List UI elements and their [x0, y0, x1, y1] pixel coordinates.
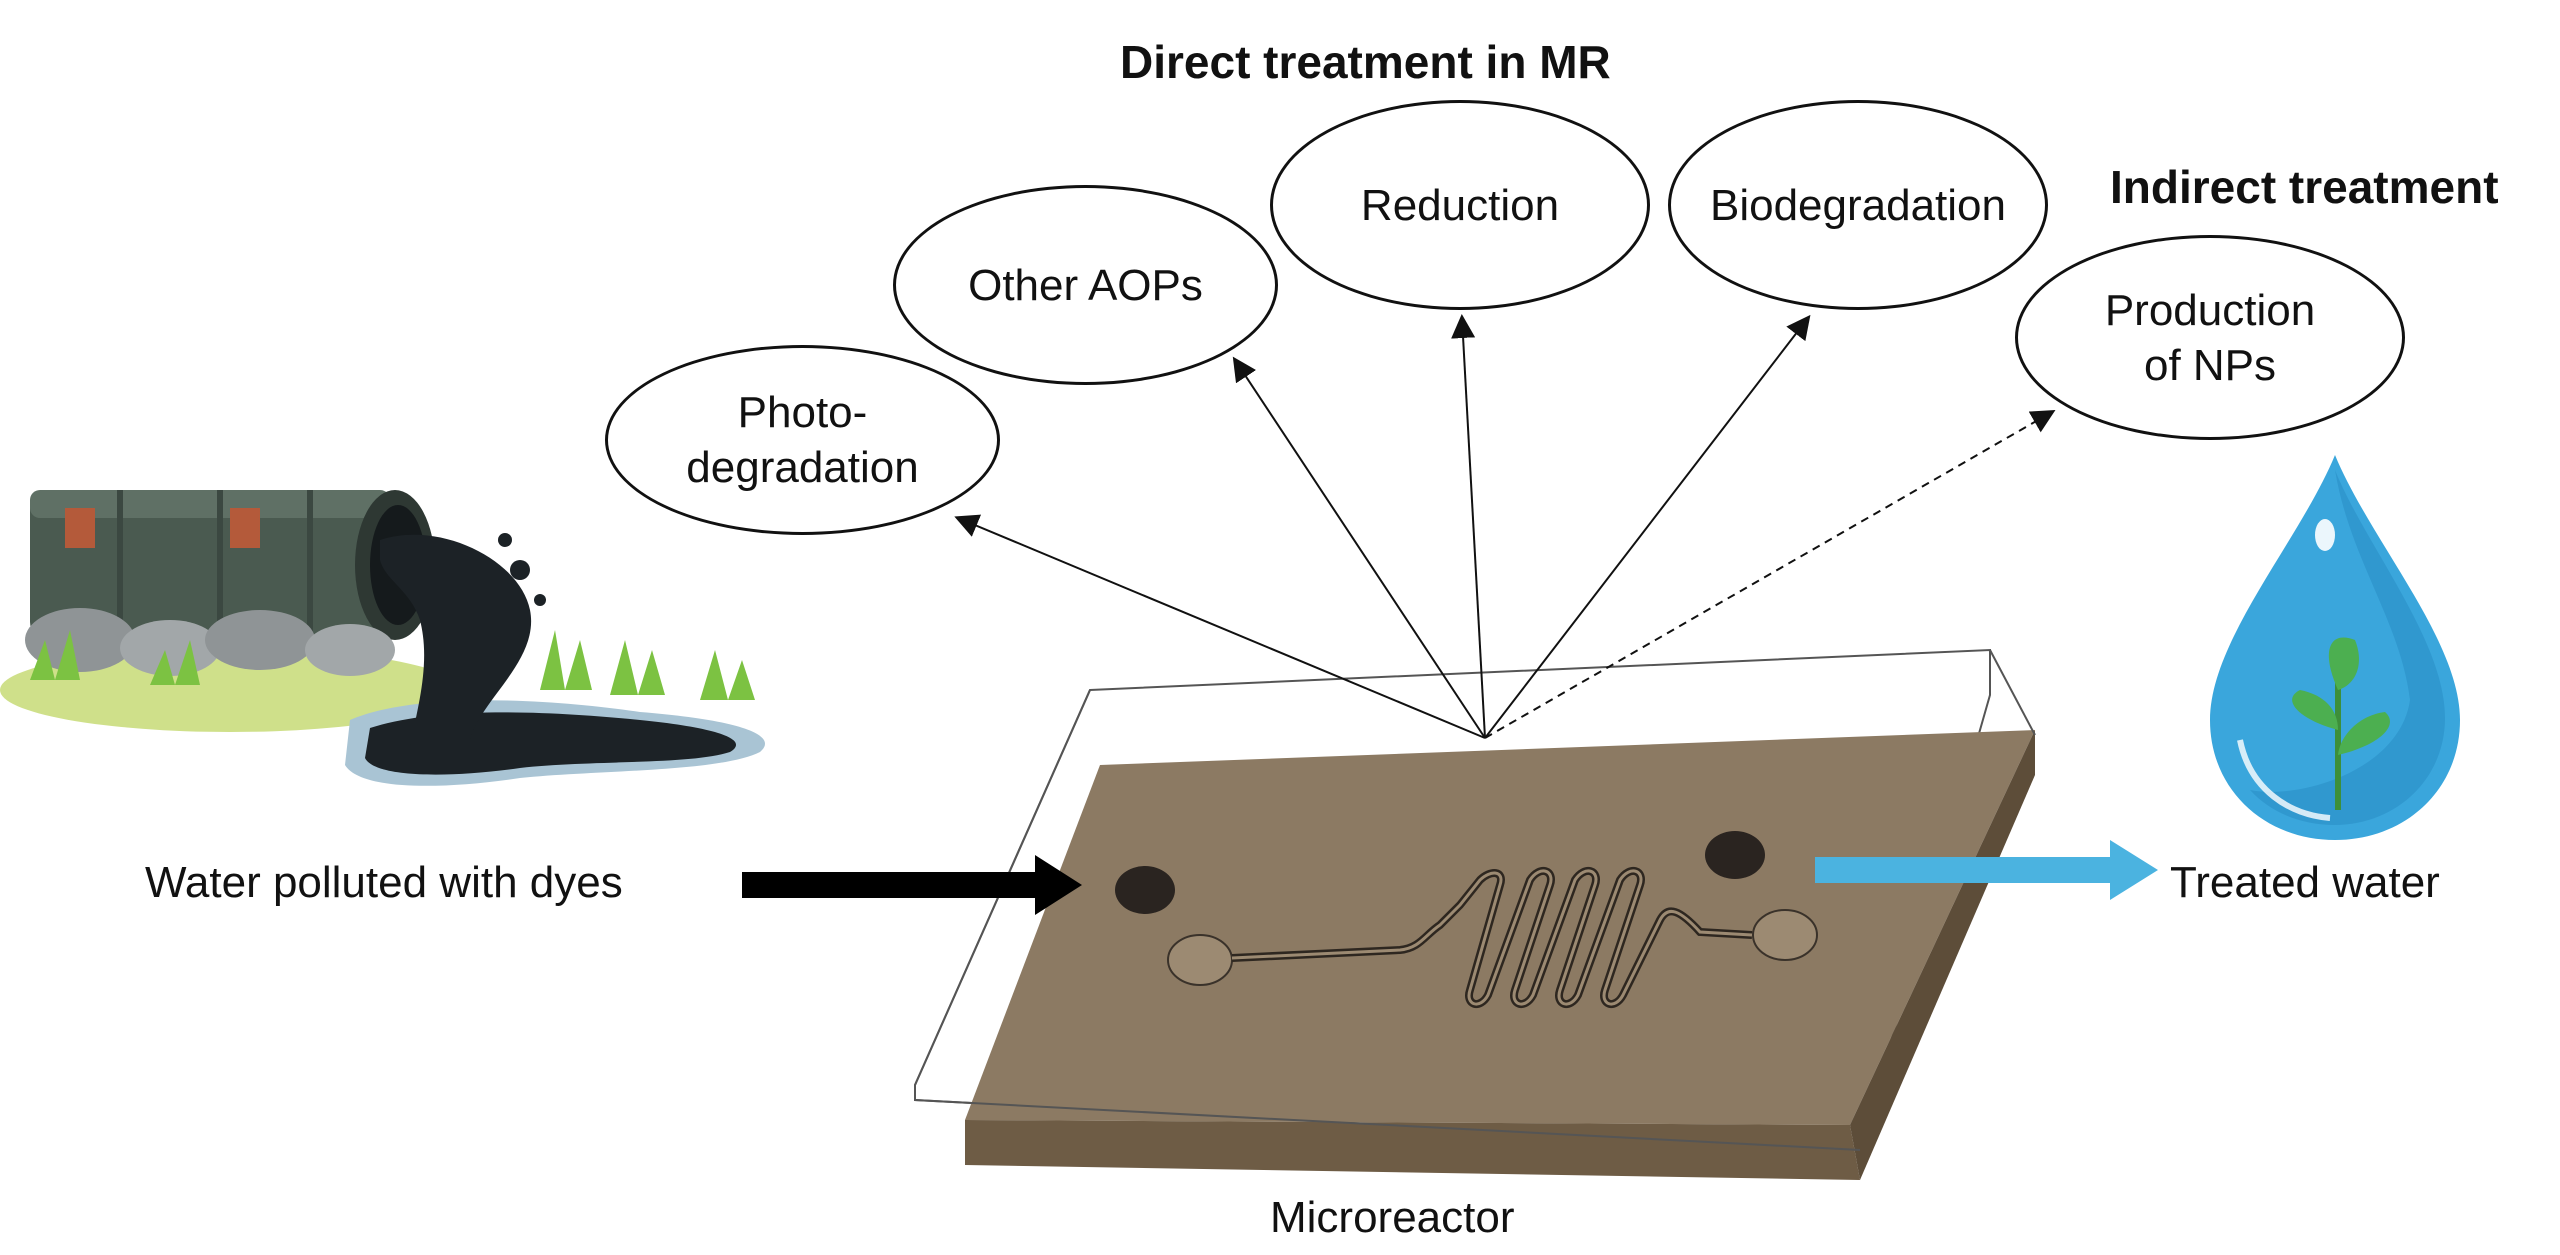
- output-label: Treated water: [2170, 858, 2440, 907]
- input-arrow: [742, 855, 1082, 915]
- microreactor-device: [914, 648, 2036, 1180]
- arrow-reduction: [1451, 314, 1486, 739]
- oval-biodegradation: Biodegradation: [1668, 100, 2048, 310]
- oval-production-nps: Production of NPs: [2015, 235, 2405, 440]
- flow-arrows: [742, 840, 2158, 915]
- oval-other-aops-label: Other AOPs: [968, 260, 1203, 310]
- arrow-photodegradation: [954, 514, 1486, 739]
- oval-photodegradation-label: Photo- degradation: [686, 388, 919, 492]
- input-label: Water polluted with dyes: [145, 858, 623, 907]
- oval-reduction-label: Reduction: [1360, 180, 1560, 230]
- arrow-biodegradation: [1484, 314, 1811, 739]
- oval-photodegradation: Photo- degradation: [605, 345, 1000, 535]
- oval-production-nps-label: Production of NPs: [2104, 285, 2316, 390]
- indirect-treatment-heading: Indirect treatment: [2110, 161, 2499, 213]
- oval-reduction: Reduction: [1270, 100, 1650, 310]
- oval-biodegradation-label: Biodegradation: [1709, 180, 2006, 230]
- oval-other-aops: Other AOPs: [893, 185, 1278, 385]
- arrow-other-aops: [1232, 356, 1486, 739]
- microreactor-label: Microreactor: [1270, 1193, 1515, 1242]
- polluted-barrel-icon: [0, 490, 765, 786]
- direct-treatment-heading: Direct treatment in MR: [1120, 36, 1611, 88]
- water-drop-leaf-icon: [2210, 455, 2460, 840]
- output-arrow: [1815, 840, 2158, 900]
- treatment-arrows: [954, 314, 2056, 739]
- arrow-production-nps: [1484, 410, 2056, 739]
